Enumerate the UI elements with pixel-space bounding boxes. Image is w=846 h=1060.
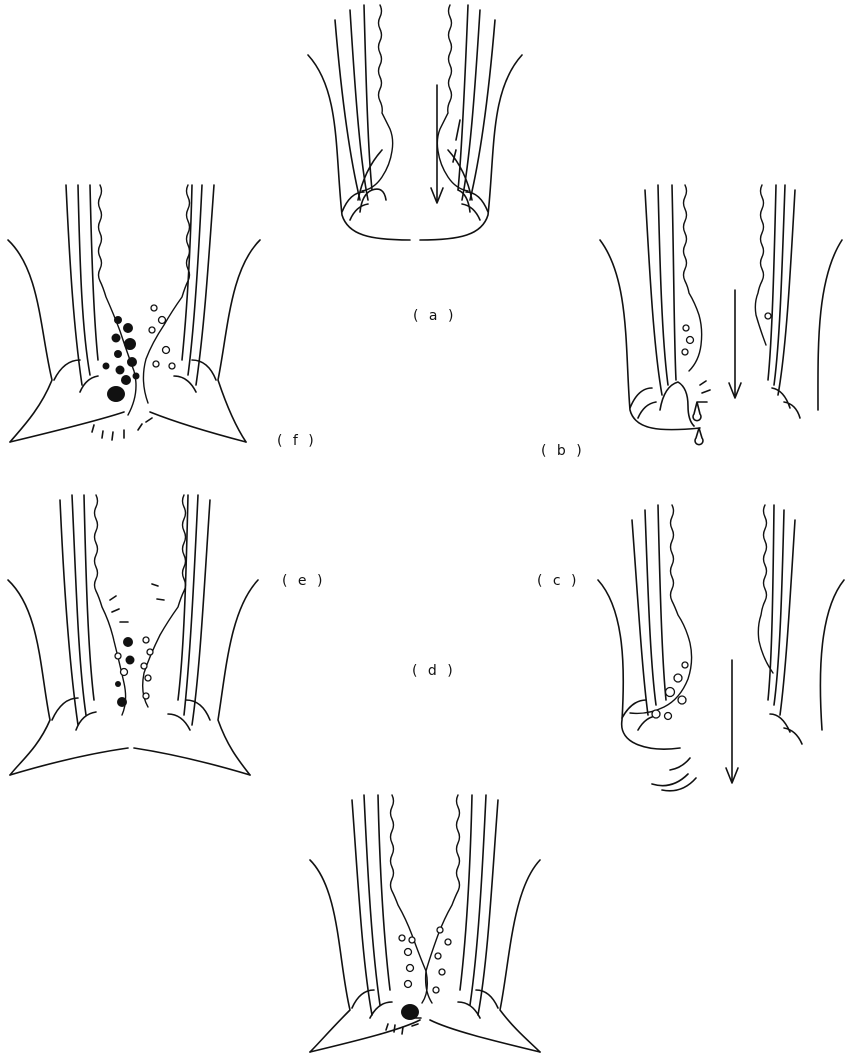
panel-d-left-wall xyxy=(310,795,427,1052)
panel-b-droplets xyxy=(693,402,703,445)
panel-a-anal-crypt-normal xyxy=(300,0,530,250)
panel-c-left-wall xyxy=(598,505,696,791)
label-b: ( b ) xyxy=(541,443,585,459)
panel-f-crypt-abscess xyxy=(0,180,266,455)
panel-c-crypt-eversion xyxy=(590,500,846,800)
panel-b-arrow xyxy=(729,290,741,398)
panel-c-right-wall xyxy=(758,505,844,744)
panel-d-right-wall xyxy=(426,795,540,1052)
panel-b-right-wall xyxy=(755,185,842,418)
panel-c-arrow xyxy=(726,660,738,783)
panel-f-left-wall xyxy=(8,185,152,442)
panel-d-crypt-closed xyxy=(300,790,550,1060)
label-c: ( c ) xyxy=(537,573,580,589)
label-d: ( d ) xyxy=(412,663,456,679)
panel-b-mucus-discharge xyxy=(590,180,846,455)
panel-b-left-wall xyxy=(600,185,710,430)
label-a: ( a ) xyxy=(413,308,456,324)
panel-e-right-wall xyxy=(110,495,258,775)
panel-a-arrow xyxy=(431,85,443,203)
panel-a-right-wall xyxy=(420,5,522,240)
panel-f-right-wall xyxy=(143,185,260,442)
label-f: ( f ) xyxy=(277,433,317,449)
panel-e-crypt-infected xyxy=(0,490,262,790)
panel-a-left-wall xyxy=(308,5,410,240)
label-e: ( e ) xyxy=(282,573,325,589)
panel-e-left-wall xyxy=(8,495,135,775)
